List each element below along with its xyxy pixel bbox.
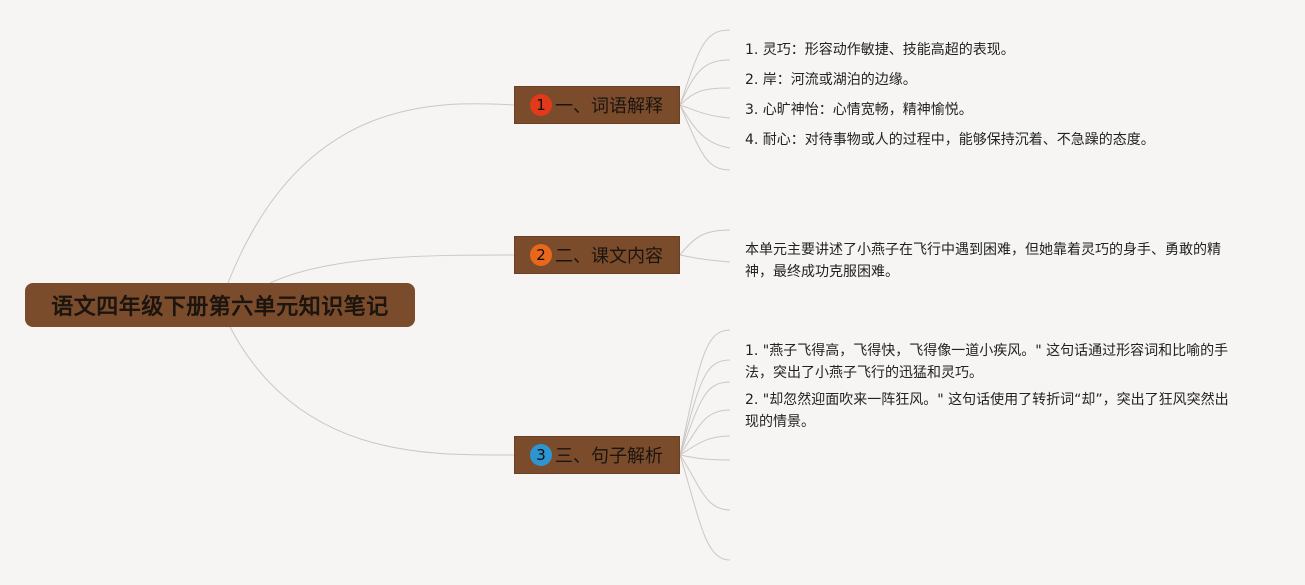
branch-3-leaf-connector-7: [679, 454, 731, 511]
number-badge-icon: 1: [530, 94, 552, 116]
leaf-word-3[interactable]: 3. 心旷神怡：心情宽畅，精神愉悦。: [745, 102, 973, 118]
branch-2-leaf-connector-2: [679, 254, 731, 263]
root-branch-connector-1: [227, 103, 515, 284]
branch-1-leaf-connector-6: [679, 104, 731, 171]
root-title: 语文四年级下册第六单元知识笔记: [51, 295, 389, 320]
branch-number: 1: [536, 96, 546, 114]
branch-1-leaf-connector-3: [679, 87, 731, 106]
root-branch-connector-3: [229, 326, 515, 456]
leaf-word-2[interactable]: 2. 岸：河流或湖泊的边缘。: [745, 72, 917, 88]
branch-label: 一、词语解释: [555, 96, 663, 117]
branch-node-text-content[interactable]: 2 二、课文内容: [514, 236, 680, 274]
root-branch-connector-2: [269, 254, 515, 284]
root-node[interactable]: 语文四年级下册第六单元知识笔记: [25, 283, 415, 327]
branch-3-leaf-connector-3: [679, 381, 731, 456]
leaf-sentence-1[interactable]: 1. "燕子飞得高，飞得快，飞得像一道小疾风。" 这句话通过形容词和比喻的手法，…: [745, 343, 1229, 381]
branch-1-leaf-connector-2: [679, 59, 731, 106]
branch-2-leaf-connector-1: [679, 229, 731, 256]
branch-1-leaf-connector-5: [679, 104, 731, 149]
branch-3-leaf-connector-5: [679, 435, 731, 456]
branch-label: 二、课文内容: [555, 246, 663, 267]
leaf-word-4[interactable]: 4. 耐心：对待事物或人的过程中，能够保持沉着、不急躁的态度。: [745, 132, 1155, 148]
branch-3-leaf-connector-2: [679, 359, 731, 456]
number-badge-icon: 2: [530, 244, 552, 266]
branch-1-leaf-connector-4: [679, 104, 731, 119]
leaf-word-1[interactable]: 1. 灵巧：形容动作敏捷、技能高超的表现。: [745, 42, 1015, 58]
branch-node-sentence-analysis[interactable]: 3 三、句子解析: [514, 436, 680, 474]
number-badge-icon: 3: [530, 444, 552, 466]
branch-node-word-explanation[interactable]: 1 一、词语解释: [514, 86, 680, 124]
leaf-sentence-2[interactable]: 2. "却忽然迎面吹来一阵狂风。" 这句话使用了转折词“却”，突出了狂风突然出现…: [745, 392, 1229, 430]
branch-3-leaf-connector-6: [679, 454, 731, 461]
branch-number: 3: [536, 446, 546, 464]
branch-3-leaf-connector-1: [679, 329, 731, 456]
branch-label: 三、句子解析: [555, 446, 663, 467]
branch-number: 2: [536, 246, 546, 264]
branch-3-leaf-connector-8: [679, 454, 731, 561]
branch-3-leaf-connector-4: [679, 409, 731, 456]
leaf-content-summary[interactable]: 本单元主要讲述了小燕子在飞行中遇到困难，但她靠着灵巧的身手、勇敢的精神，最终成功…: [745, 242, 1221, 280]
branch-1-leaf-connector-1: [679, 29, 731, 106]
